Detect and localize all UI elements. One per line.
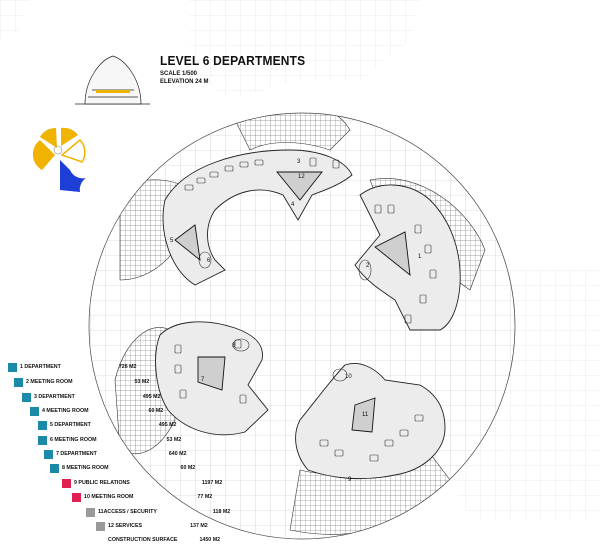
room-labels: 1 2 3 4 5 6 7 8 9 10 11 12 bbox=[170, 159, 422, 483]
room-label-7: 7 bbox=[201, 377, 205, 383]
title-block: LEVEL 6 DEPARTMENTS SCALE 1/500 ELEVATIO… bbox=[160, 53, 318, 86]
core-south bbox=[351, 397, 376, 433]
room-label-10: 10 bbox=[345, 374, 352, 380]
furniture bbox=[174, 157, 437, 462]
room-label-6: 6 bbox=[207, 258, 211, 264]
room-label-8: 8 bbox=[232, 343, 236, 349]
section-icon bbox=[75, 55, 150, 105]
service-cores bbox=[174, 171, 411, 433]
core-east bbox=[374, 231, 411, 277]
room-label-3: 3 bbox=[297, 159, 301, 165]
room-label-12: 12 bbox=[298, 174, 305, 180]
page-title: LEVEL 6 DEPARTMENTS bbox=[160, 53, 306, 68]
scale-label: SCALE 1/500 bbox=[160, 71, 198, 77]
room-label-11: 11 bbox=[362, 412, 369, 418]
elevation-label: ELEVATION 24 M bbox=[160, 78, 209, 85]
room-label-4: 4 bbox=[291, 202, 295, 208]
room-label-5: 5 bbox=[170, 238, 174, 244]
core-north bbox=[276, 171, 323, 201]
core-west bbox=[174, 224, 201, 262]
room-label-9: 9 bbox=[348, 477, 352, 483]
room-label-2: 2 bbox=[366, 263, 370, 269]
core-southwest bbox=[197, 356, 226, 391]
key-plan bbox=[32, 127, 86, 192]
room-label-1: 1 bbox=[418, 254, 422, 260]
